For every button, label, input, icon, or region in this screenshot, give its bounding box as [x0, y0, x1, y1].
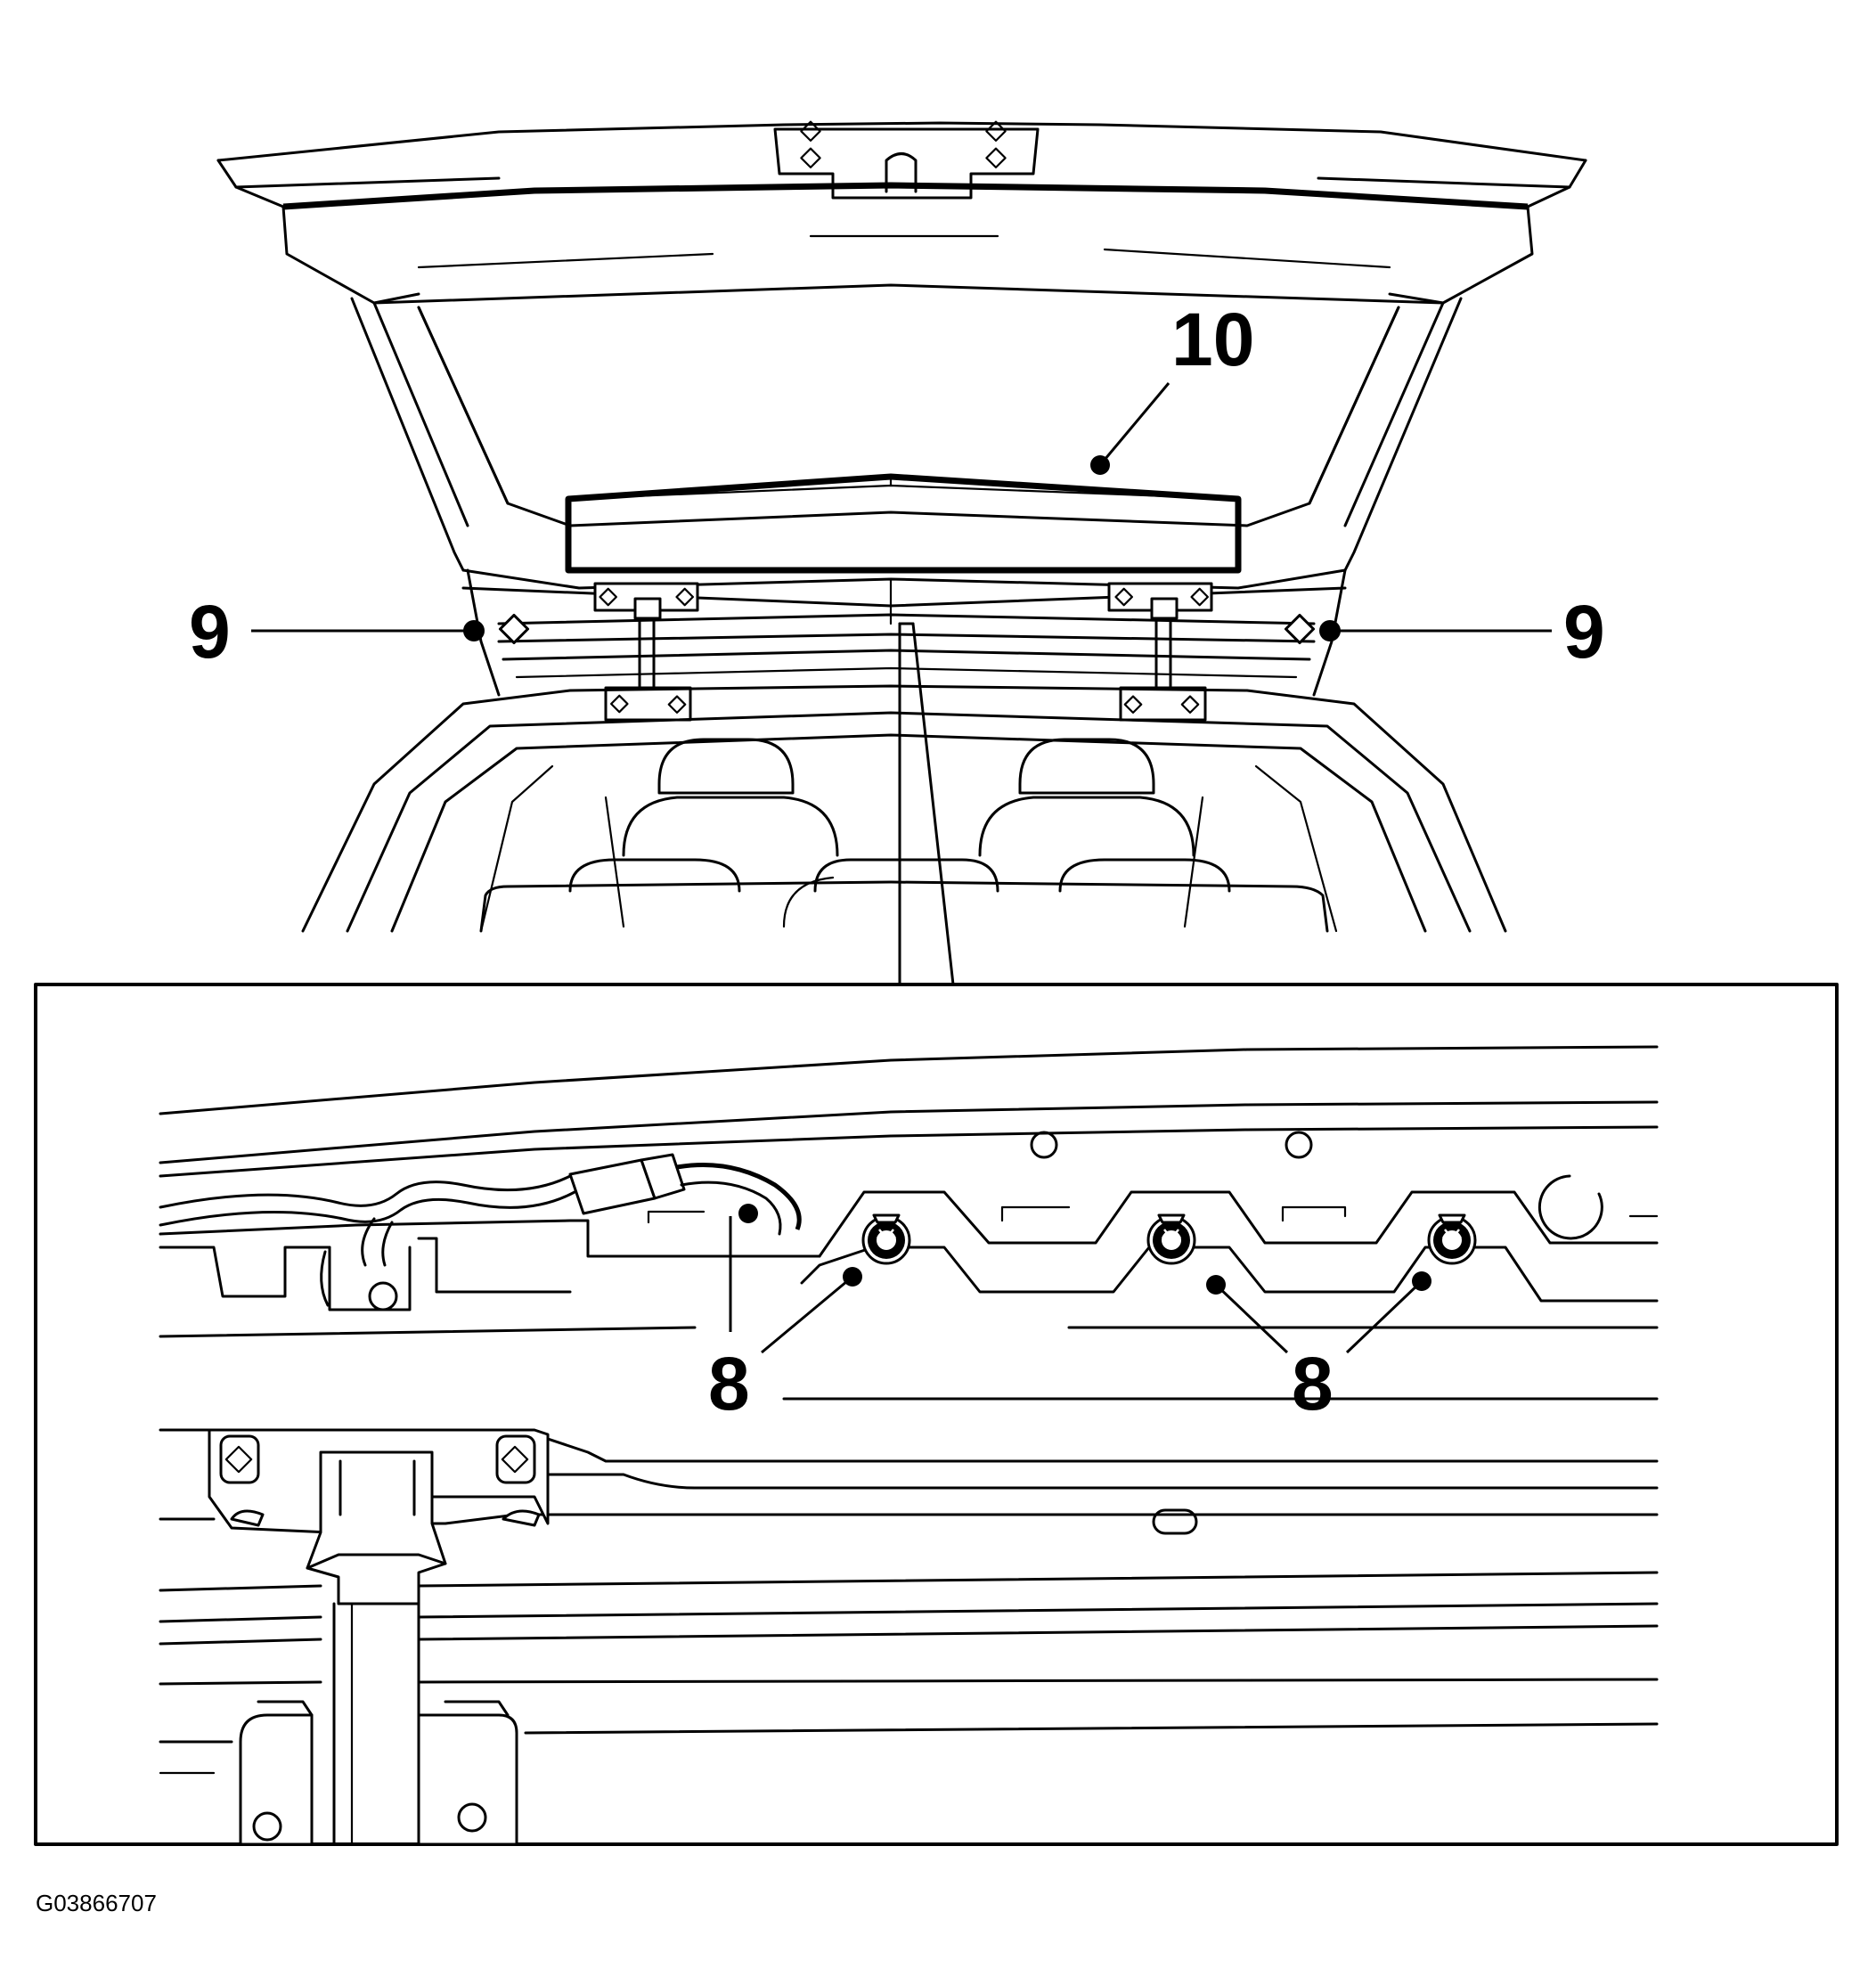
- callout-9-right-label: 9: [1563, 590, 1605, 674]
- callout-9-left: 9: [189, 590, 485, 674]
- callout-8-left: 8: [708, 1204, 862, 1426]
- bolt-1: [861, 1213, 911, 1265]
- figure-id: G03866707: [36, 1890, 157, 1916]
- callout-8-right-label: 8: [1292, 1342, 1334, 1426]
- detail-inset: [34, 983, 1839, 1846]
- callout-10: 10: [1090, 298, 1254, 475]
- liftgate-overview: [216, 120, 1587, 986]
- callout-9-right: 9: [1319, 590, 1605, 674]
- callout-8-right: 8: [1206, 1271, 1431, 1426]
- bolt-3: [1427, 1213, 1477, 1265]
- callout-10-label: 10: [1171, 298, 1254, 381]
- callout-9-left-label: 9: [189, 590, 231, 674]
- callout-8-left-label: 8: [708, 1342, 750, 1426]
- bolt-2: [1146, 1213, 1196, 1265]
